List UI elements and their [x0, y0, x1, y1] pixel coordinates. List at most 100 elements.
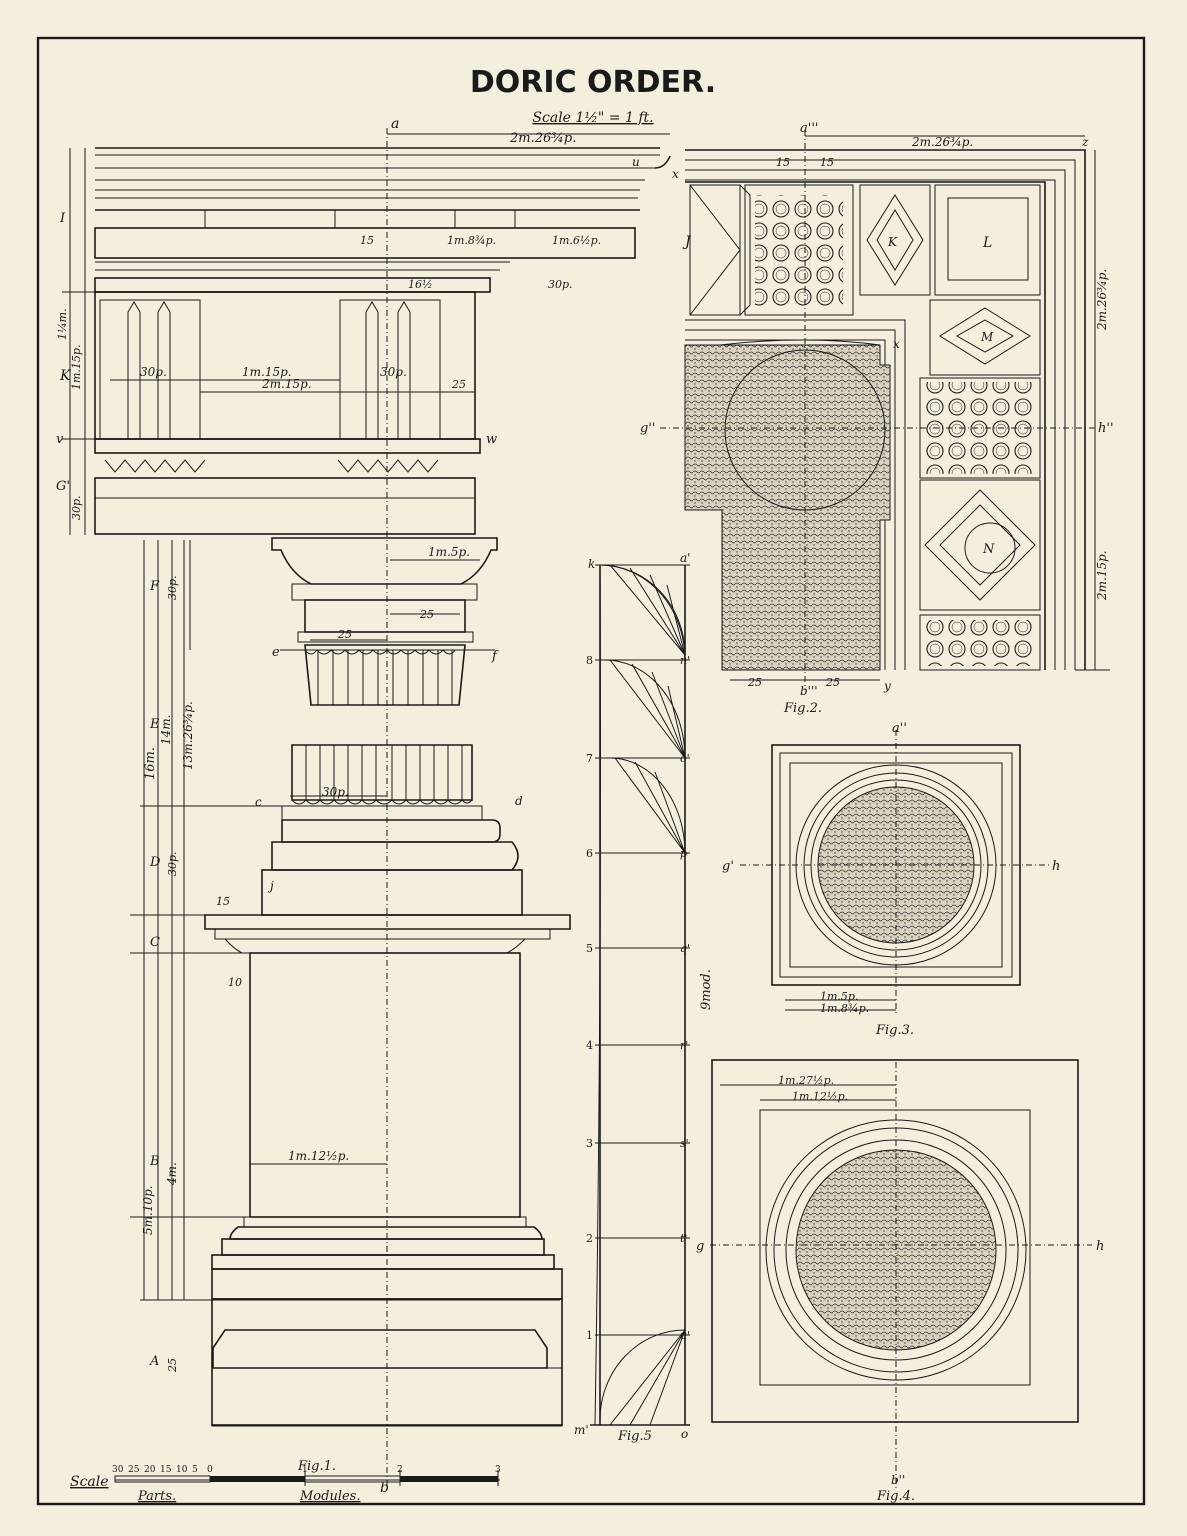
fig2-height-right: 2m.15p.	[1095, 550, 1109, 601]
scale-parts-label: Parts.	[137, 1489, 176, 1504]
fig2-x: x	[893, 337, 900, 351]
scale-module-3: 3	[495, 1465, 501, 1475]
fig2-dim-25b: 25	[825, 676, 840, 689]
fig2-dim-15a: 15	[776, 156, 790, 169]
shaft-height: 14m.	[159, 715, 173, 745]
fig5-m: m'	[574, 1423, 589, 1437]
fig1-column-shaft	[130, 540, 571, 1301]
scale-tick-0: 0	[207, 1465, 213, 1475]
panel-L: L	[982, 235, 992, 251]
scale-tick-5: 5	[192, 1465, 198, 1475]
fig2-g: g''	[640, 421, 655, 436]
fig1-base-block	[211, 1298, 563, 1426]
scale-tick-10: 10	[176, 1465, 188, 1475]
fig1-caption: Fig.1.	[297, 1459, 336, 1474]
shaft-full: 13m.26¾p.	[181, 701, 195, 770]
capital-25-dim-2: 25	[337, 628, 352, 641]
cornice-projection-dim: 2m.26¾p.	[509, 131, 576, 146]
architrave-height: 30p.	[70, 495, 83, 520]
label-d: d	[515, 794, 523, 808]
fig5-letter-s: s'	[680, 1137, 689, 1150]
scale-tick-25: 25	[128, 1465, 140, 1475]
scale-module-1: 1	[302, 1465, 308, 1475]
scale-tick-20: 20	[144, 1465, 156, 1475]
base-height: 25	[166, 1358, 179, 1373]
frieze-height: 1m.15p.	[70, 345, 83, 390]
scale-bar-label: Scale	[70, 1474, 109, 1490]
fig2-z: z	[1081, 135, 1089, 149]
fig5-letter-r: r'	[680, 1039, 688, 1052]
fig4-w1: 1m.27½p.	[778, 1074, 834, 1087]
fig2-axis-top: a'''	[800, 121, 818, 136]
mutule-dim-2: 1m.6½p.	[552, 234, 601, 247]
fig1-axis-top: a	[391, 116, 399, 132]
fig5-letter-t: t'	[680, 1232, 687, 1245]
fig2-soffit-plan	[660, 130, 1110, 690]
fig5-letter-p: p	[680, 847, 687, 860]
fig5-o: o	[681, 1427, 688, 1441]
scale-bar	[114, 1470, 500, 1486]
fig2-dim-25a: 25	[747, 676, 762, 689]
pedestal-D: D	[149, 855, 161, 870]
plate-border	[36, 36, 1146, 1506]
label-w: w	[486, 432, 497, 447]
fig2-axis-bottom: b'''	[800, 684, 818, 698]
fig5-letter-q: q'	[680, 942, 690, 955]
dim-10-pedestal: 10	[228, 976, 242, 989]
fig3-g: g'	[722, 859, 734, 874]
fig4-w2: 1m.12½p.	[792, 1090, 848, 1103]
fig2-caption: Fig.2.	[783, 701, 822, 716]
fig5-letter-o: o'	[680, 752, 690, 765]
fig5-letter-n: n'	[680, 654, 690, 667]
die-width: 1m.12½p.	[288, 1149, 349, 1163]
intercolumn-dim: 2m.15p.	[261, 377, 312, 391]
fig5-step-4: 4	[586, 1039, 593, 1052]
fig4-coffer	[710, 1059, 1092, 1490]
dim-15-cornice: 15	[360, 234, 374, 247]
fig4-h: h	[1096, 1239, 1104, 1254]
triglyph-width-dim-2: 30p.	[380, 365, 407, 379]
fig3-h: h	[1052, 859, 1060, 874]
fig5-step-7: 7	[586, 752, 593, 765]
label-j: j	[267, 879, 274, 893]
panel-M: M	[980, 330, 994, 344]
fig5-caption: Fig.5	[617, 1429, 652, 1444]
panel-J: J	[682, 234, 692, 250]
triglyph-width-dim: 30p.	[140, 365, 167, 379]
pedestal-D-height: 30p.	[166, 851, 179, 876]
mutule-dim: 1m.8¾p.	[447, 234, 496, 247]
fig5-step-5: 5	[586, 942, 593, 955]
fig4-axis-bottom: b''	[891, 1473, 905, 1487]
shaft-30p: 30p.	[322, 785, 349, 799]
label-x: x	[672, 167, 679, 181]
scale-tick-15: 15	[160, 1465, 172, 1475]
scale-note: Scale 1½" = 1 ft.	[532, 110, 653, 126]
fig3-coffer	[740, 730, 1050, 1015]
panel-N: N	[982, 542, 995, 557]
fig4-g: g	[696, 1239, 704, 1254]
dim-25-frieze: 25	[451, 378, 466, 391]
fig3-w2: 1m.8¾p.	[820, 1002, 869, 1015]
fig5-step-3: 3	[586, 1137, 593, 1150]
fig2-width-right: 2m.26¾p.	[1095, 269, 1109, 331]
label-u: u	[632, 155, 640, 169]
capital-25-dim: 25	[419, 608, 434, 621]
fig3-w1: 1m.5p.	[820, 990, 858, 1003]
fig1-axis-bottom: b	[380, 1480, 389, 1496]
pedestal-total: 5m.10p.	[141, 1185, 155, 1235]
label-f: f	[491, 649, 499, 664]
fig5-diagram	[590, 564, 690, 1426]
fig1-entablature	[62, 133, 671, 535]
dim-16: 16½	[408, 278, 433, 291]
dim-15-pedestal: 15	[216, 895, 230, 908]
fig5-height: 9mod.	[699, 969, 714, 1010]
architrave-G: G'	[56, 479, 70, 494]
fig5-step-6: 6	[586, 847, 593, 860]
fig5-step-8: 8	[586, 654, 593, 667]
scale-module-2: 2	[397, 1465, 403, 1475]
fig5-letter-u: u'	[680, 1329, 690, 1342]
capital-width-dim: 1m.5p.	[428, 545, 470, 559]
panel-K: K	[887, 235, 898, 249]
scale-tick-30: 30	[112, 1465, 124, 1475]
